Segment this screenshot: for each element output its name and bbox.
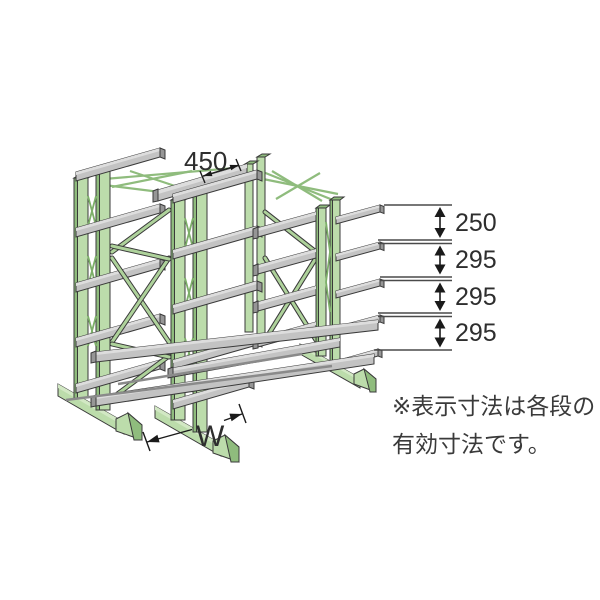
dim-450-label: 450: [184, 146, 227, 176]
dim-width-label: W: [196, 420, 225, 453]
stored-long-beams: [65, 319, 379, 408]
gap-arrow-2: [434, 245, 446, 275]
gap-arrow-4: [434, 318, 446, 348]
width-dimension: W: [142, 403, 247, 453]
cantilever-arms-frame-c-far: [335, 204, 385, 369]
right-unit-far-frame: [152, 153, 272, 339]
dim-level-3-label: 295: [455, 283, 497, 311]
post-pair-bracing: [87, 195, 97, 347]
dim-level-1-label: 250: [455, 209, 497, 237]
note-line-2: 有効寸法です。: [392, 431, 551, 457]
dimension-line-450: 450: [184, 146, 242, 184]
cantilever-arms-frame-a: [75, 147, 166, 394]
gap-arrow-1: [434, 207, 446, 238]
note-text: ※表示寸法は各段の 有効寸法です。: [392, 393, 595, 457]
dim-level-4-label: 295: [455, 319, 497, 347]
top-lattice-right: [257, 168, 339, 204]
level-dimension-lines: 250 295 295 295: [374, 204, 497, 351]
gap-arrow-3: [434, 282, 446, 311]
note-line-1: ※表示寸法は各段の: [392, 393, 595, 419]
dim-level-2-label: 295: [455, 246, 497, 274]
post-pair-bracing: [325, 221, 331, 313]
